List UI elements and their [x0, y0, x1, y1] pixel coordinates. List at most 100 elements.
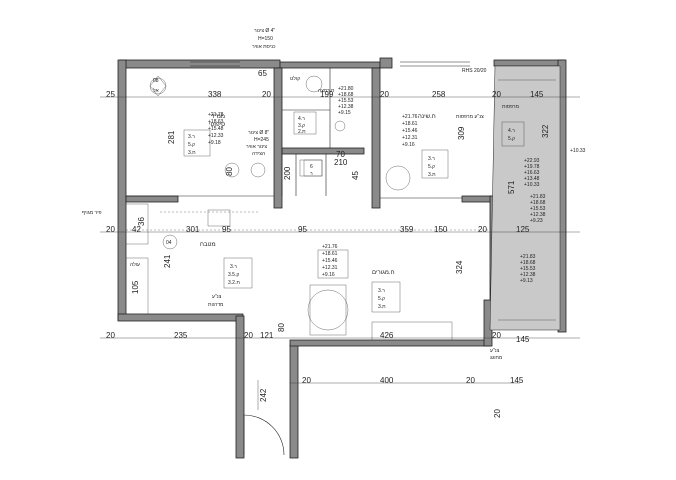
tag-1: 4.ר — [298, 116, 305, 122]
rl4-1: +10.33 — [570, 148, 586, 154]
level-5: +9.16 — [322, 272, 335, 278]
dim: 235 — [174, 331, 188, 340]
rl-3: +16.63 — [524, 170, 540, 176]
dim: 20 — [380, 90, 389, 99]
dim: 338 — [208, 90, 222, 99]
dim: 210 — [334, 158, 348, 167]
rl2-2: +18.68 — [530, 200, 546, 206]
tag-2: 3.ק — [298, 123, 305, 129]
entrance-door — [243, 414, 285, 456]
rl-1: +22.93 — [524, 158, 540, 164]
dim: 20 — [244, 331, 253, 340]
dim: 145 — [510, 376, 524, 385]
dim: 105 — [131, 280, 140, 294]
tag-1: 3.ר — [230, 264, 237, 270]
dim: 25 — [106, 90, 115, 99]
dim: 400 — [380, 376, 394, 385]
tag-2: 3.5.ק — [228, 272, 239, 278]
wc-tag-1: 6 — [310, 164, 313, 170]
rl3-4: +12.38 — [520, 272, 536, 278]
dimension-lines — [100, 96, 580, 410]
dim: 145 — [516, 335, 530, 344]
level-2: +18.63 — [208, 119, 224, 125]
tag-3: 2.ת — [298, 129, 306, 135]
shelf-label: עולה — [130, 261, 140, 268]
dim: 241 — [163, 254, 172, 268]
dim: 70 — [336, 150, 345, 159]
dim: 322 — [541, 124, 550, 138]
rl2-4: +12.38 — [530, 212, 546, 218]
dim: 95 — [298, 225, 307, 234]
misc-labels: צנ"ע מדרגות צנ"ע מחוגג 6 ר — [208, 164, 503, 361]
room-name: ח.רחצה — [318, 88, 334, 94]
level-5: +9.18 — [208, 140, 221, 146]
stairs-name: צנ"ע — [212, 294, 222, 300]
dim: 20 — [492, 90, 501, 99]
dim: 80 — [277, 323, 286, 332]
balcony-code: RHS 20/20 — [462, 68, 487, 74]
corner-name: צנ"ע — [490, 348, 500, 354]
level-1: +21.80 — [338, 86, 354, 92]
room-name: ח.שינה — [418, 114, 436, 120]
dim: 199 — [320, 90, 334, 99]
level-3: +15.46 — [322, 258, 338, 264]
dim: 45 — [351, 171, 360, 180]
dim: 65 — [258, 69, 267, 78]
rl2-5: +9.23 — [530, 218, 543, 224]
dim: 80 — [225, 167, 234, 176]
dim: 309 — [457, 126, 466, 140]
room-tags — [149, 75, 525, 313]
level-4: +12.33 — [208, 133, 224, 139]
dim: 95 — [222, 225, 231, 234]
room-master-bedroom: ממ"ד טיפוסי +21.78 +18.63 +15.48 +12.33 … — [153, 78, 225, 156]
tag-1: 4.ר — [508, 128, 515, 134]
badge: 08 — [153, 78, 159, 84]
level-1: +21.78 — [208, 112, 224, 118]
level-5: +9.16 — [402, 142, 415, 148]
dim: 150 — [434, 225, 448, 234]
balcony-area — [489, 65, 561, 331]
dim: 324 — [455, 260, 464, 274]
balcony-name: מרפסות — [502, 104, 520, 110]
level-2: +18.68 — [338, 92, 354, 98]
tag-1: 3.ר — [378, 288, 385, 294]
partitions — [125, 68, 490, 341]
corner-sub: מחוגג — [490, 355, 503, 361]
tag-2: 5.ק — [378, 296, 385, 302]
dim: 42 — [132, 225, 141, 234]
tag-3: 3.ת — [428, 172, 436, 178]
room-shower: ח.רחצה 4.ר 3.ק 2.ת קולט — [290, 75, 334, 135]
tag-2: 5.ק — [188, 142, 195, 148]
dim: 20 — [493, 409, 502, 418]
dim: 20 — [492, 331, 501, 340]
dim: 359 — [400, 225, 414, 234]
note-window-top2: H=150 — [258, 36, 273, 42]
dim: 20 — [302, 376, 311, 385]
dim: 121 — [260, 331, 274, 340]
tag-3: 3.2.ת — [228, 280, 240, 286]
room-name: מטבח — [200, 242, 216, 248]
circle-label: 04 — [166, 240, 172, 246]
room-name: ממ"ד — [211, 114, 225, 120]
level-2: +18.61 — [402, 121, 418, 127]
dim: 20 — [478, 225, 487, 234]
tag-1: 3.ר — [188, 134, 195, 140]
dim: 426 — [380, 331, 394, 340]
note-window-top3: כניסת אוויר — [252, 44, 276, 50]
level-3: +15.48 — [208, 126, 224, 132]
level-4: +12.31 — [322, 265, 338, 271]
dim: 20 — [466, 376, 475, 385]
level-1: +21.76 — [402, 114, 418, 120]
top-levels: +21.80 +18.68 +15.53 +12.38 +9.15 — [338, 86, 354, 116]
level-3: +15.46 — [402, 128, 418, 134]
tag-2: 5.ק — [508, 136, 515, 142]
dim: 571 — [507, 180, 516, 194]
balcony-name2: צנ"ע מרפסות — [456, 114, 484, 120]
room-name: ח.מגורים — [372, 270, 395, 276]
tag-3: 3.ת — [378, 304, 386, 310]
dimensions: 338 65 199 258 145 25 20 20 20 281 309 3… — [106, 69, 550, 418]
wc-tag-2: ר — [310, 171, 313, 177]
dim: 258 — [432, 90, 446, 99]
rl2-1: +21.83 — [530, 194, 546, 200]
note-vent3: צינור אוויר — [246, 144, 267, 150]
